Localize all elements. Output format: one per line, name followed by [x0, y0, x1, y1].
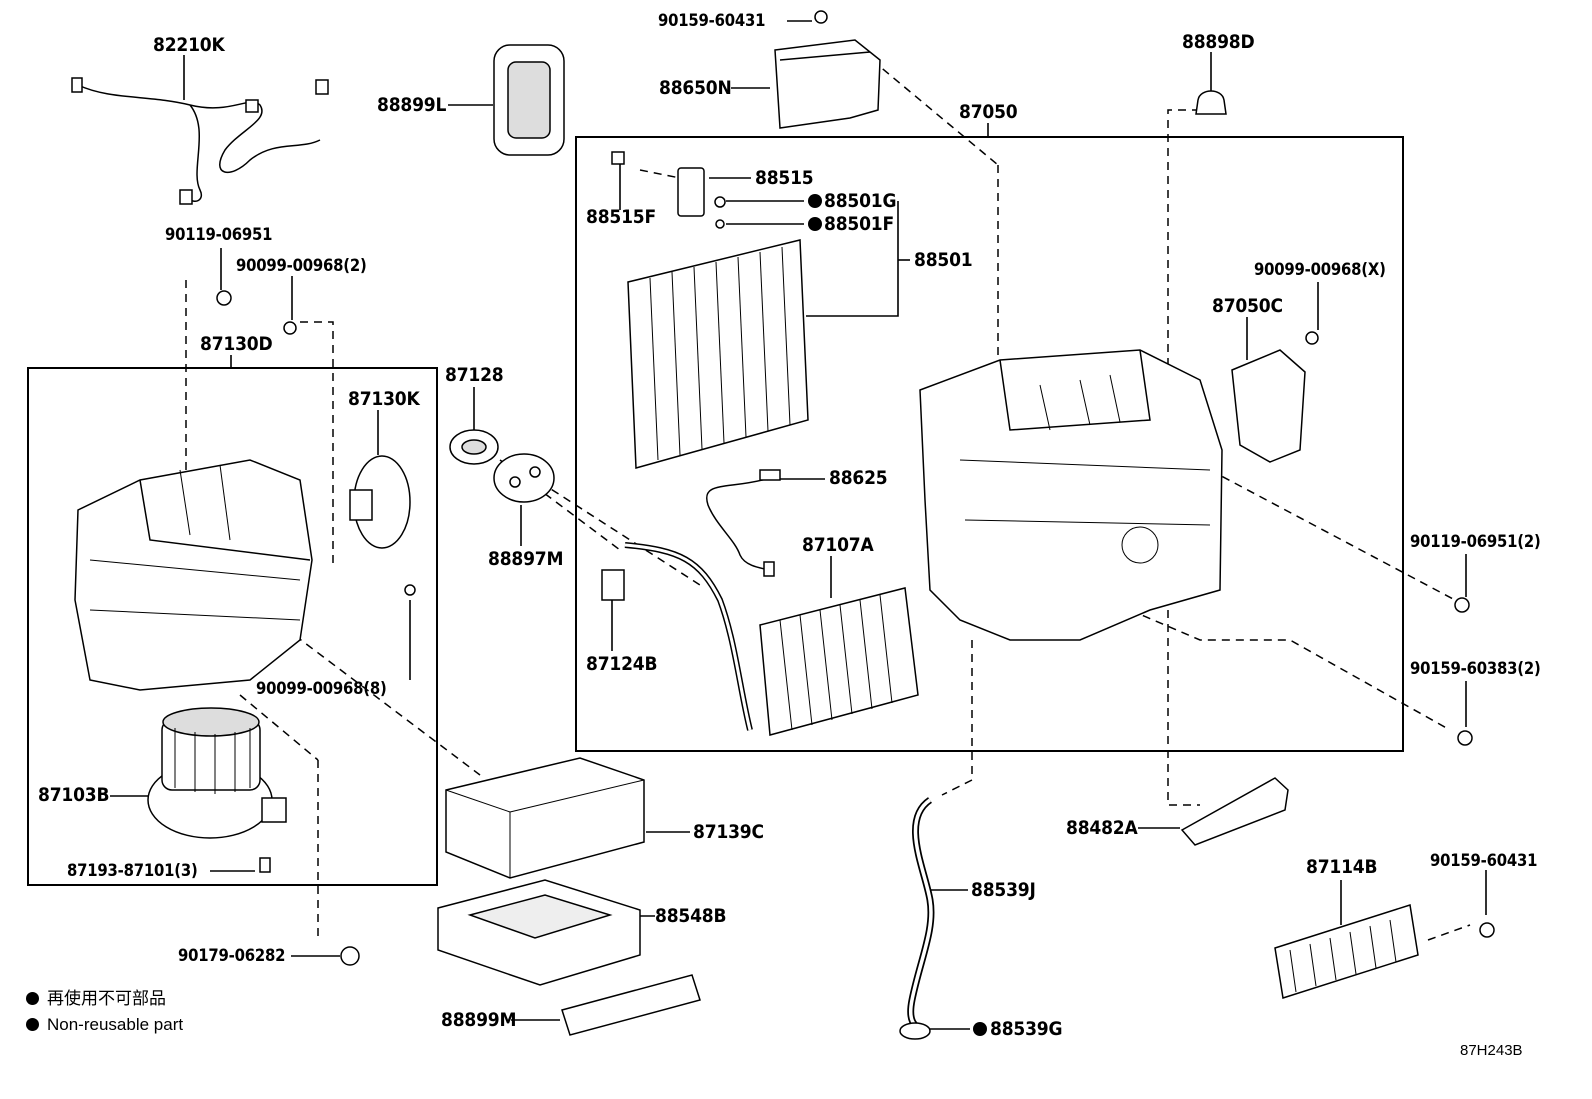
group-box-87050 — [575, 136, 1404, 752]
part-label-90159-60431-br: 90159-60431 — [1430, 851, 1538, 870]
part-label-88650N: 88650N — [659, 77, 732, 99]
non-reusable-dot-icon — [26, 992, 39, 1005]
part-label-88899M: 88899M — [441, 1009, 517, 1031]
diagram-id: 87H243B — [1460, 1042, 1523, 1059]
part-label-90099-00968-X: 90099-00968(X) — [1254, 260, 1386, 279]
part-label-88539G: 88539G — [990, 1018, 1063, 1040]
legend-line-english: Non-reusable part — [26, 1016, 183, 1033]
part-label-82210K: 82210K — [153, 34, 225, 56]
part-label-88539J: 88539J — [971, 879, 1036, 901]
non-reusable-markers — [808, 194, 987, 1036]
part-label-87130K: 87130K — [348, 388, 420, 410]
part-label-87050C: 87050C — [1212, 295, 1283, 317]
part-label-88548B: 88548B — [655, 905, 727, 927]
part-label-88501G: 88501G — [824, 190, 897, 212]
part-label-90119-06951-2: 90119-06951(2) — [1410, 532, 1541, 551]
part-label-87107A: 87107A — [802, 534, 874, 556]
part-label-88897M: 88897M — [488, 548, 564, 570]
part-label-87128: 87128 — [445, 364, 504, 386]
part-label-88501F: 88501F — [824, 213, 894, 235]
part-label-87114B: 87114B — [1306, 856, 1378, 878]
part-label-90119-06951: 90119-06951 — [165, 225, 273, 244]
part-label-87130D: 87130D — [200, 333, 273, 355]
part-label-88501: 88501 — [914, 249, 973, 271]
part-label-88898D: 88898D — [1182, 31, 1255, 53]
part-label-87103B: 87103B — [38, 784, 110, 806]
leader-lines — [110, 20, 1487, 1030]
part-label-88482A: 88482A — [1066, 817, 1138, 839]
part-label-87124B: 87124B — [586, 653, 658, 675]
part-label-90159-60431-top: 90159-60431 — [658, 11, 766, 30]
legend-line-japanese: 再使用不可部品 — [26, 990, 166, 1007]
part-label-88625: 88625 — [829, 467, 888, 489]
part-label-90099-00968-2: 90099-00968(2) — [236, 256, 367, 275]
part-label-90159-60383-2: 90159-60383(2) — [1410, 659, 1541, 678]
part-label-88515F: 88515F — [586, 206, 656, 228]
legend-text-english: Non-reusable part — [47, 1015, 184, 1034]
part-label-88515: 88515 — [755, 167, 814, 189]
part-label-87193-87101-3: 87193-87101(3) — [67, 861, 198, 880]
part-label-88899L: 88899L — [377, 94, 447, 116]
group-box-87130D — [27, 367, 438, 886]
legend-text-japanese: 再使用不可部品 — [47, 989, 166, 1008]
part-label-87050: 87050 — [959, 101, 1018, 123]
part-label-90099-00968-8: 90099-00968(8) — [256, 679, 387, 698]
non-reusable-dot-icon — [26, 1018, 39, 1031]
part-label-87139C: 87139C — [693, 821, 764, 843]
part-label-90179-06282: 90179-06282 — [178, 946, 286, 965]
